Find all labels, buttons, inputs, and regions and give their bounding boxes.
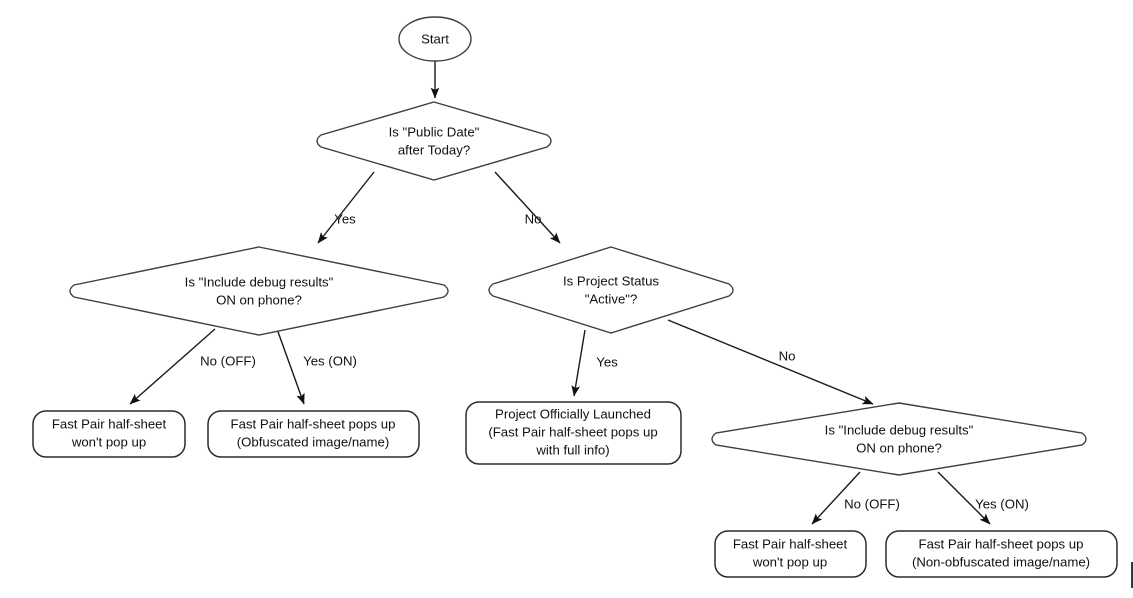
node-decision-project-status[interactable]: Is Project Status "Active"?: [488, 246, 734, 334]
edge-group: Yes No No (OFF) Yes (ON) Yes: [129, 61, 1029, 525]
edge-debug-left-no: No (OFF): [129, 328, 256, 405]
out-right-off-box: [714, 530, 867, 578]
node-out-left-on[interactable]: Fast Pair half-sheet pops up (Obfuscated…: [207, 410, 420, 458]
node-out-right-on[interactable]: Fast Pair half-sheet pops up (Non-obfusc…: [885, 530, 1118, 578]
out-left-on-line2: (Obfuscated image/name): [237, 434, 389, 449]
out-right-on-box: [885, 530, 1118, 578]
debug-left-label-line2: ON on phone?: [216, 292, 302, 307]
out-launched-line1: Project Officially Launched: [495, 406, 651, 421]
node-out-right-off[interactable]: Fast Pair half-sheet won't pop up: [714, 530, 867, 578]
node-out-launched[interactable]: Project Officially Launched (Fast Pair h…: [465, 401, 682, 465]
node-decision-debug-right[interactable]: Is "Include debug results" ON on phone?: [711, 402, 1087, 476]
out-launched-box: [465, 401, 682, 465]
edge-label-project-status-no: No: [779, 348, 796, 363]
start-label: Start: [421, 31, 449, 46]
out-right-on-line2: (Non-obfuscated image/name): [912, 554, 1090, 569]
node-decision-debug-left[interactable]: Is "Include debug results" ON on phone?: [69, 246, 449, 336]
edge-public-date-no: No: [494, 171, 561, 244]
debug-left-diamond: [69, 246, 449, 336]
edge-debug-left-yes: Yes (ON): [276, 328, 357, 405]
project-status-diamond: [488, 246, 734, 334]
out-left-off-line1: Fast Pair half-sheet: [52, 416, 167, 431]
out-left-off-box: [32, 410, 186, 458]
start-ellipse: [398, 16, 472, 62]
out-right-off-line1: Fast Pair half-sheet: [733, 536, 848, 551]
edge-debug-right-no: No (OFF): [811, 471, 900, 525]
debug-right-diamond: [711, 402, 1087, 476]
project-status-label-line1: Is Project Status: [563, 273, 659, 288]
edge-label-debug-left-no: No (OFF): [200, 353, 256, 368]
edge-label-public-date-yes: Yes: [334, 211, 356, 226]
edge-label-debug-right-yes: Yes (ON): [975, 496, 1029, 511]
out-left-on-line1: Fast Pair half-sheet pops up: [231, 416, 396, 431]
public-date-diamond: [316, 101, 552, 181]
node-decision-public-date[interactable]: Is "Public Date" after Today?: [316, 101, 552, 181]
edge-project-status-yes: Yes: [571, 329, 618, 397]
node-out-left-off[interactable]: Fast Pair half-sheet won't pop up: [32, 410, 186, 458]
edge-label-public-date-no: No: [525, 211, 542, 226]
debug-left-label-line1: Is "Include debug results": [185, 274, 334, 289]
edge-debug-right-yes: Yes (ON): [937, 471, 1029, 525]
edge-project-status-no: No: [667, 319, 874, 405]
out-left-off-line2: won't pop up: [71, 434, 146, 449]
node-start[interactable]: Start: [398, 16, 472, 62]
edge-label-debug-right-no: No (OFF): [844, 496, 900, 511]
out-launched-line3: with full info): [535, 442, 609, 457]
edge-label-debug-left-yes: Yes (ON): [303, 353, 357, 368]
project-status-label-line2: "Active"?: [585, 291, 638, 306]
out-left-on-box: [207, 410, 420, 458]
public-date-label-line2: after Today?: [398, 142, 470, 157]
edge-label-project-status-yes: Yes: [596, 354, 618, 369]
out-right-off-line2: won't pop up: [752, 554, 827, 569]
debug-right-label-line1: Is "Include debug results": [825, 422, 974, 437]
public-date-label-line1: Is "Public Date": [389, 124, 480, 139]
edge-public-date-yes: Yes: [317, 171, 375, 244]
out-launched-line2: (Fast Pair half-sheet pops up: [488, 424, 657, 439]
page-edge-mark: [1131, 562, 1133, 588]
debug-right-label-line2: ON on phone?: [856, 440, 942, 455]
out-right-on-line1: Fast Pair half-sheet pops up: [919, 536, 1084, 551]
